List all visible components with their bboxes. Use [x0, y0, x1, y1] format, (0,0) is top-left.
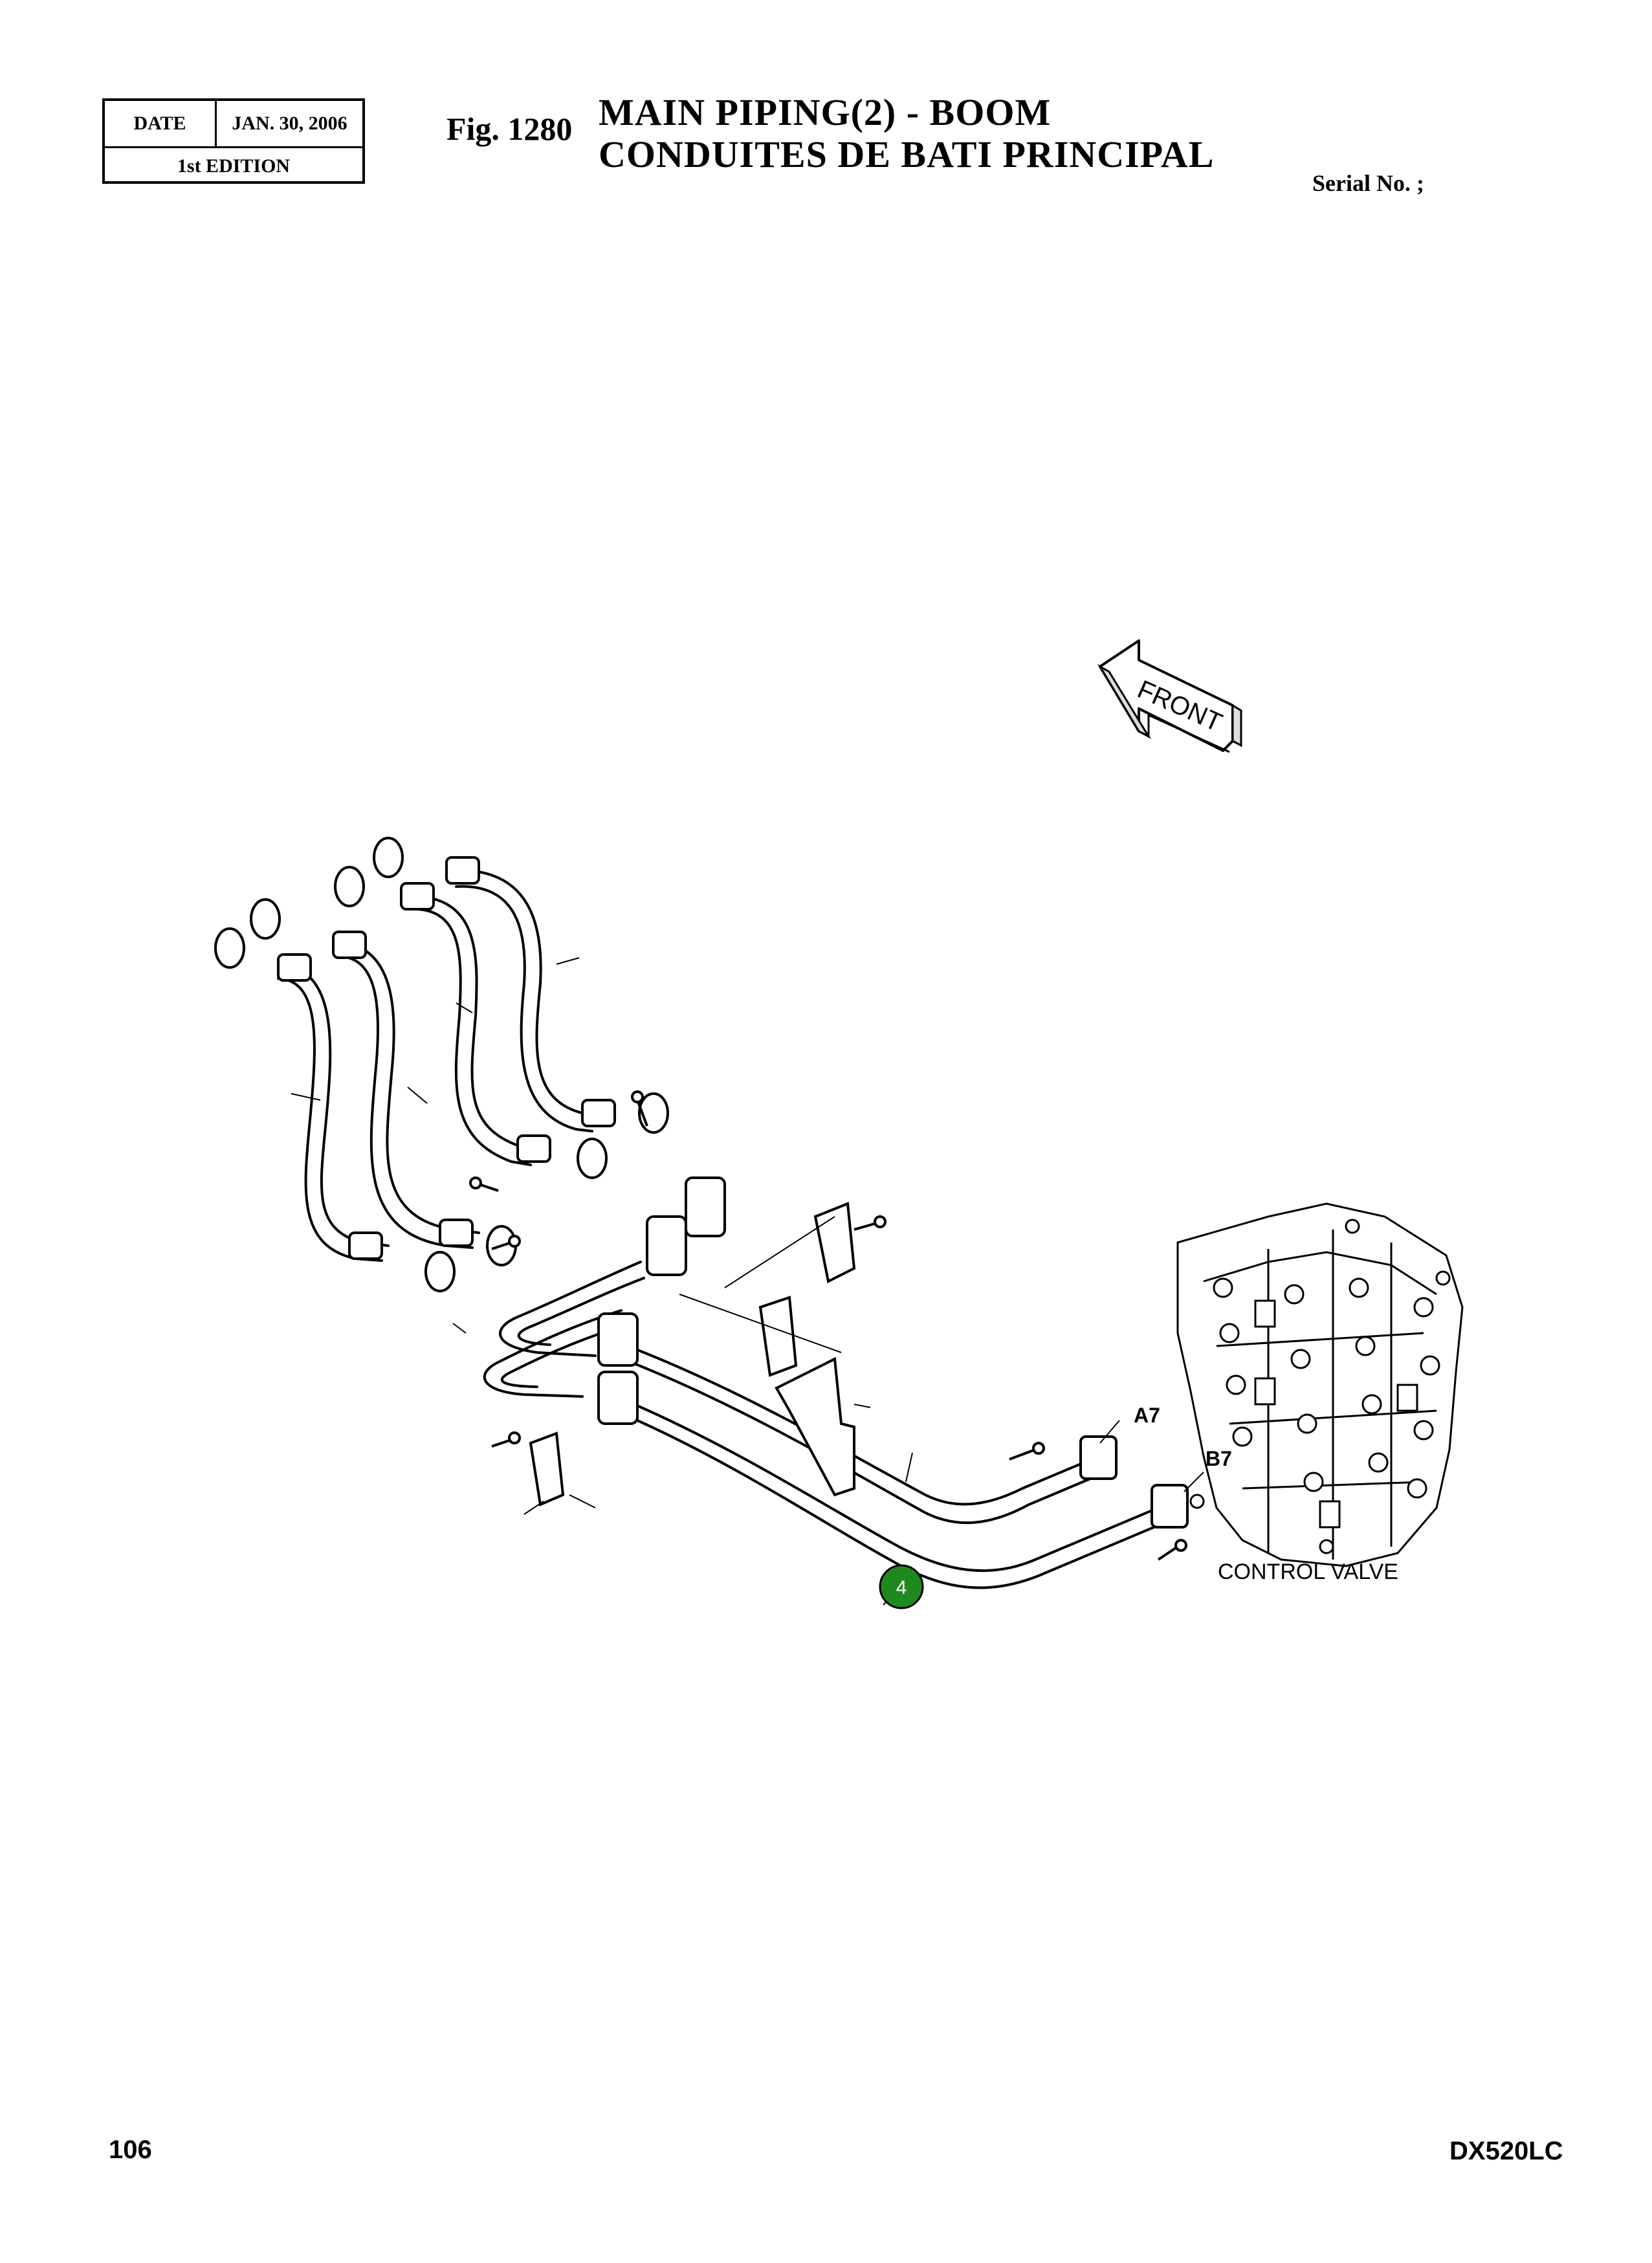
- date-row: DATE JAN. 30, 2006: [105, 101, 362, 148]
- date-label: DATE: [105, 101, 217, 146]
- pipe-fittings: [214, 837, 1189, 1529]
- callout-number: 4: [896, 1577, 907, 1598]
- bolts: [469, 1090, 1187, 1561]
- port-b7-label: B7: [1206, 1447, 1232, 1470]
- pipe-long-b: [483, 1309, 622, 1398]
- pipe-2: [403, 894, 538, 1152]
- pipe-1: [452, 868, 597, 1118]
- front-arrow-icon: FRONT: [1097, 639, 1242, 753]
- clamps-brackets: [529, 1202, 856, 1507]
- serial-number: Serial No. ;: [1312, 170, 1424, 196]
- pipe-1-inner: [455, 885, 593, 1132]
- pipe-4: [277, 963, 390, 1247]
- callout-circle[interactable]: [879, 1564, 924, 1609]
- control-valve: [1176, 1202, 1464, 1567]
- title-french: CONDUITES DE BATI PRINCIPAL: [599, 133, 1215, 175]
- figure-number: Fig. 1280: [446, 111, 573, 147]
- pipe-long-a: [499, 1261, 642, 1357]
- pipe-main-lower: [633, 1403, 1160, 1573]
- part-callout-4[interactable]: 4: [879, 1564, 924, 1609]
- model-number: DX520LC: [1449, 2137, 1563, 2165]
- date-box: DATE JAN. 30, 2006 1st EDITION: [102, 98, 365, 184]
- pipe-3: [335, 940, 480, 1234]
- pipe-long-a-inner: [517, 1277, 645, 1346]
- pipe-main-upper: [626, 1345, 1088, 1506]
- pipe-main-lower-inner: [636, 1419, 1163, 1589]
- title-english: MAIN PIPING(2) - BOOM: [599, 91, 1052, 133]
- control-valve-label: CONTROL VALVE: [1218, 1560, 1398, 1584]
- pipe-long-b-inner: [500, 1324, 626, 1388]
- port-a7-label: A7: [1134, 1404, 1160, 1427]
- page-number: 106: [109, 2136, 152, 2164]
- hydraulic-pipes: [277, 868, 1163, 1589]
- pipe-main-upper-inner: [630, 1361, 1092, 1525]
- pipe-2-inner: [406, 907, 532, 1166]
- pipe-4-inner: [277, 977, 383, 1262]
- date-value: JAN. 30, 2006: [232, 113, 347, 134]
- pipe-3-inner: [338, 955, 474, 1249]
- edition-label: 1st EDITION: [177, 155, 291, 177]
